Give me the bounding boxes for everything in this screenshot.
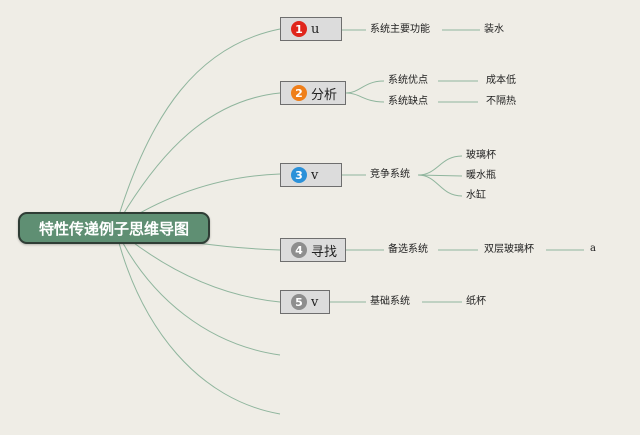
connector-b3-grandchild-1 (417, 155, 463, 176)
subtopic-3-1-1[interactable]: 玻璃杯 (466, 150, 496, 161)
connector-b3-grandchild-2 (417, 174, 463, 177)
number-badge-1: 1 (291, 21, 307, 37)
branch-5-label: v (311, 294, 319, 310)
branch-topic-4[interactable]: 4 寻找 (280, 238, 346, 262)
number-badge-4: 4 (291, 242, 307, 258)
number-badge-2: 2 (291, 85, 307, 101)
branch-topic-1[interactable]: 1 u (280, 17, 342, 41)
root-topic-label: 特性传递例子思维导图 (38, 219, 189, 238)
subtopic-3-1-3[interactable]: 水缸 (466, 190, 486, 201)
branch-topic-2[interactable]: 2 分析 (280, 81, 346, 105)
branch-1-label: u (311, 21, 320, 37)
connector-root-empty-1 (114, 227, 281, 356)
subtopic-2-1-1[interactable]: 成本低 (486, 75, 516, 86)
subtopic-4-1-1-1[interactable]: a (590, 243, 596, 254)
subtopic-5-1[interactable]: 基础系统 (370, 296, 410, 307)
number-badge-5: 5 (291, 294, 307, 310)
branch-2-label: 分析 (311, 87, 338, 103)
subtopic-3-1[interactable]: 竞争系统 (370, 169, 410, 180)
subtopic-1-1[interactable]: 系统主要功能 (370, 24, 430, 35)
branch-3-label: v (311, 167, 319, 183)
subtopic-3-1-2[interactable]: 暖水瓶 (466, 170, 496, 181)
branch-4-label: 寻找 (311, 244, 338, 260)
number-badge-3: 3 (291, 167, 307, 183)
branch-topic-3[interactable]: 3 v (280, 163, 342, 187)
connector-b2-child-1 (345, 80, 385, 94)
subtopic-4-1-1[interactable]: 双层玻璃杯 (484, 244, 534, 255)
connector-b2-child-2 (345, 92, 385, 103)
subtopic-1-1-1[interactable]: 装水 (484, 24, 504, 35)
subtopic-5-1-1[interactable]: 纸杯 (466, 296, 486, 307)
connector-b3-grandchild-3 (417, 174, 463, 197)
connector-root-branch-2 (114, 92, 281, 229)
connector-root-empty-2 (114, 227, 281, 415)
subtopic-2-2[interactable]: 系统缺点 (388, 96, 428, 107)
connector-root-branch-1 (114, 28, 281, 229)
branch-topic-5[interactable]: 5 v (280, 290, 330, 314)
subtopic-2-2-1[interactable]: 不隔热 (486, 96, 516, 107)
root-topic[interactable]: 特性传递例子思维导图 (18, 212, 210, 244)
subtopic-4-1[interactable]: 备选系统 (388, 244, 428, 255)
subtopic-2-1[interactable]: 系统优点 (388, 75, 428, 86)
